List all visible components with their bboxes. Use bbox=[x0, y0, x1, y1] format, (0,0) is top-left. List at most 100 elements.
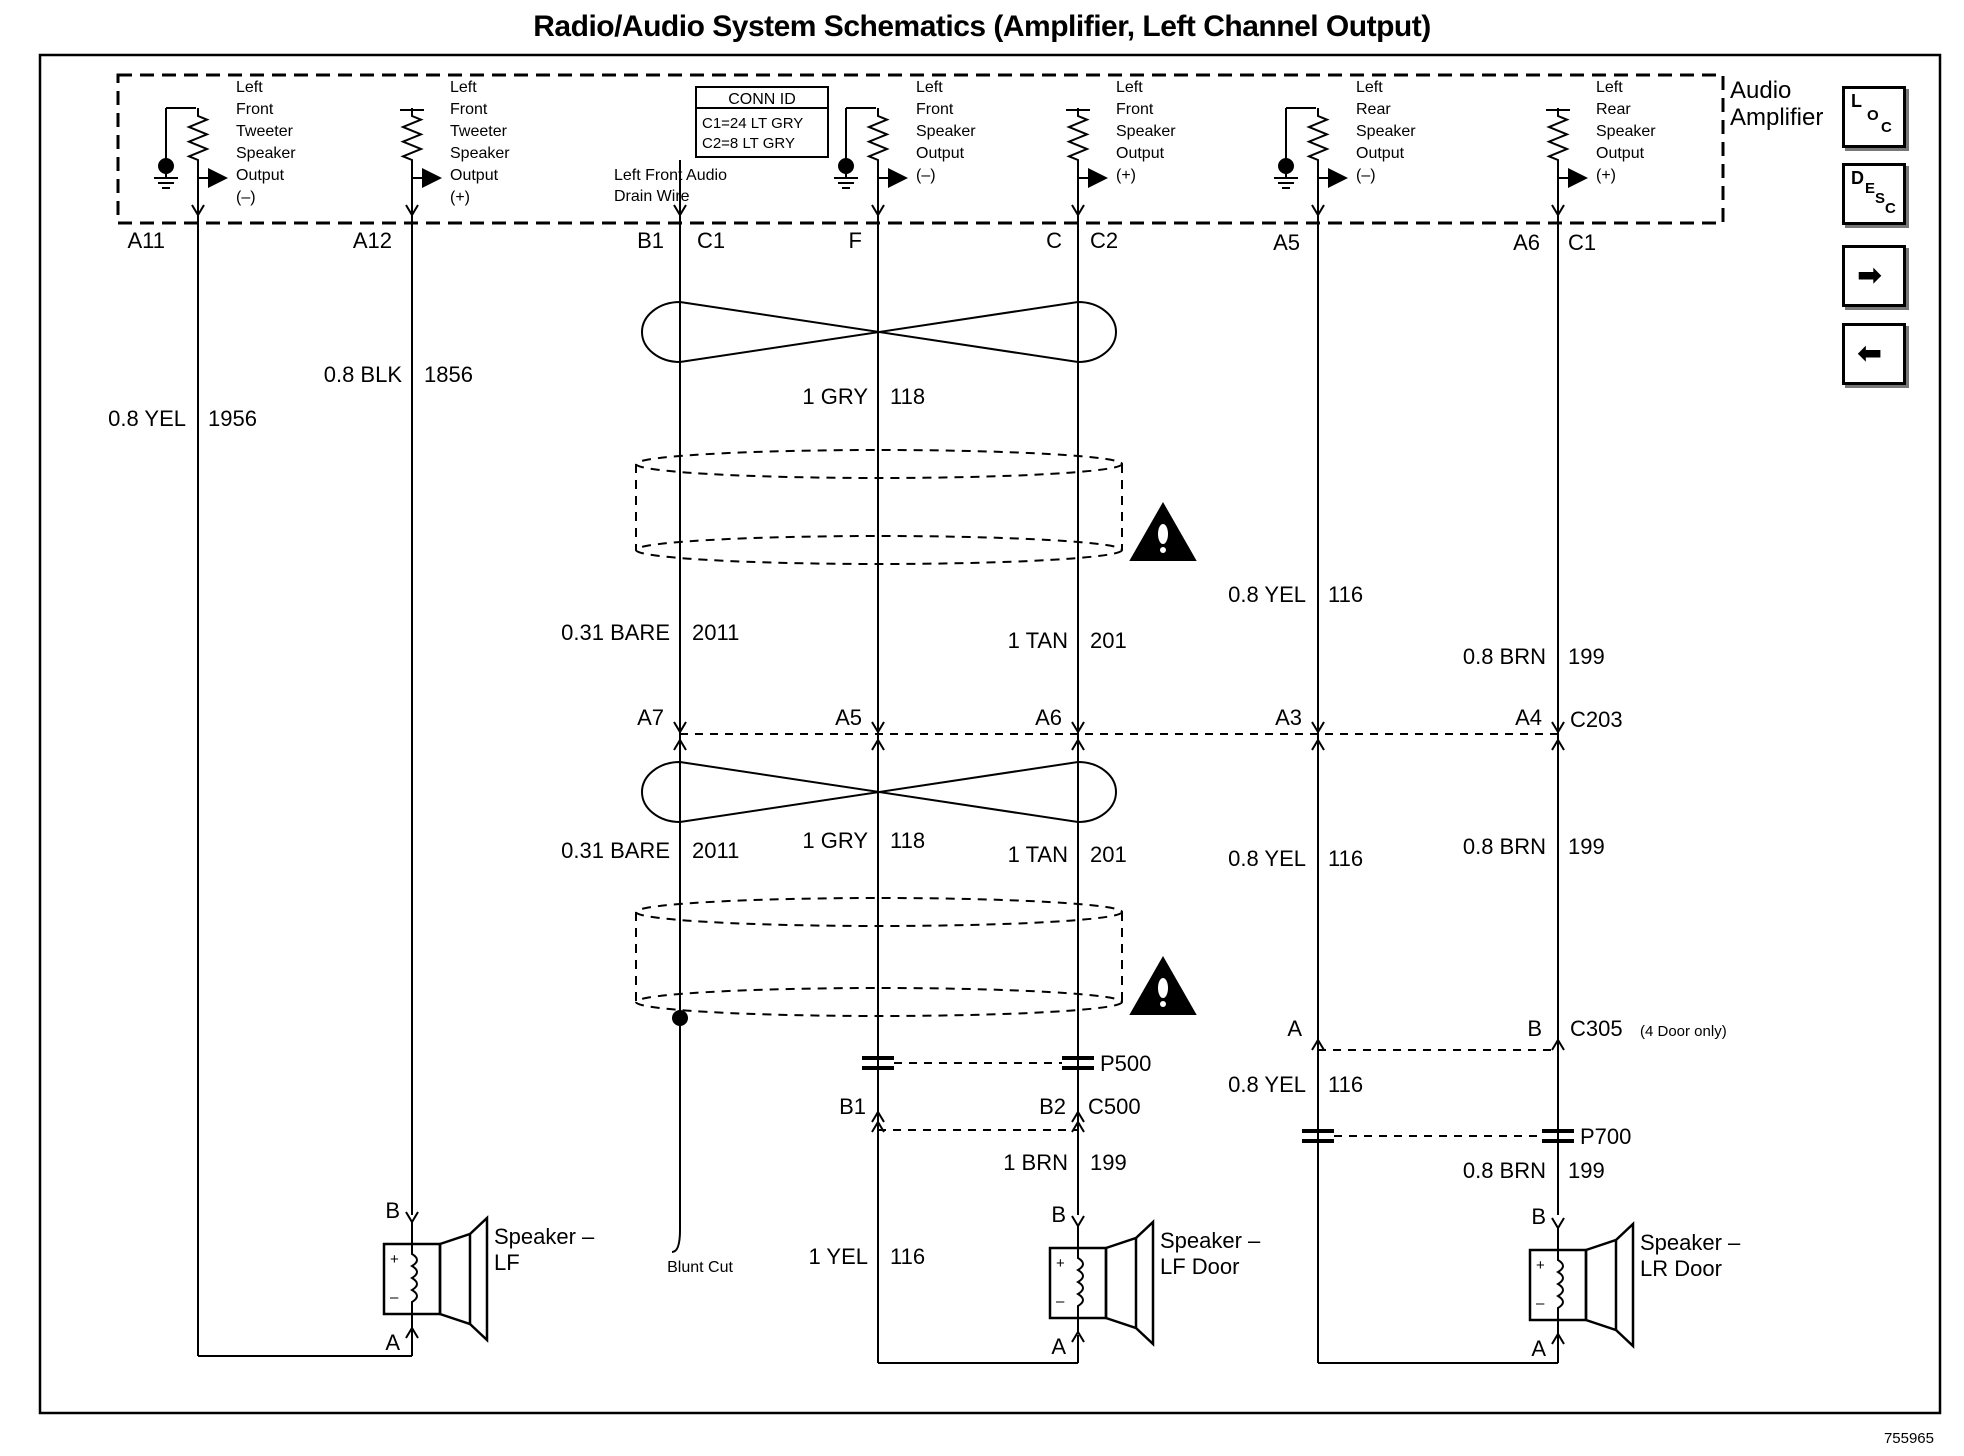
c203-arrow bbox=[1311, 721, 1325, 734]
figure-id: 755965 bbox=[1883, 1430, 1934, 1447]
speaker-lr-door-label: Speaker – bbox=[1640, 1230, 1741, 1255]
speaker-lf-door-cone-rim bbox=[1135, 1219, 1155, 1347]
wire-circuit-label: 199 bbox=[1568, 644, 1605, 669]
wire-color-label: 0.8 BLK bbox=[324, 362, 403, 387]
c305-pin-label: B bbox=[1527, 1016, 1542, 1041]
amp-output-label: Speaker bbox=[1116, 123, 1176, 140]
wire-circuit-label: 199 bbox=[1568, 834, 1605, 859]
blunt-cut-label: Blunt Cut bbox=[667, 1259, 733, 1276]
amp-output-label: Output bbox=[450, 167, 499, 184]
amp-output-label: Speaker bbox=[236, 145, 296, 162]
amp-output-label: Left bbox=[1356, 79, 1383, 96]
speaker-lf-door-coil bbox=[1076, 1226, 1084, 1332]
arrow-right-icon: ➡ bbox=[1857, 259, 1883, 292]
amp-output-label: Output bbox=[1116, 145, 1165, 162]
desc-icon-s: S bbox=[1875, 190, 1886, 207]
amp-output-label: (–) bbox=[916, 167, 936, 184]
caution-mark bbox=[1160, 547, 1166, 553]
c203-label: C203 bbox=[1570, 707, 1623, 732]
speaker-lr-door-coil bbox=[1556, 1228, 1564, 1334]
c305-note: (4 Door only) bbox=[1640, 1023, 1727, 1040]
diagram-frame bbox=[38, 53, 1942, 1415]
speaker-lr-door-pin-b: B bbox=[1531, 1204, 1546, 1229]
location-button[interactable]: L O C bbox=[1842, 86, 1906, 148]
resistor-symbol bbox=[1306, 108, 1330, 168]
amp-output-label: Front bbox=[450, 101, 488, 118]
caution-mark bbox=[1158, 524, 1168, 544]
wire-circuit-label: 116 bbox=[1328, 846, 1363, 871]
speaker-lf-cone-rim bbox=[469, 1215, 489, 1343]
amp-output-label: Speaker bbox=[450, 145, 510, 162]
amp-output-label: Tweeter bbox=[450, 123, 508, 140]
speaker-lr-door-label: LR Door bbox=[1640, 1256, 1722, 1281]
c305-label: C305 bbox=[1570, 1016, 1623, 1041]
pin-label: A11 bbox=[127, 228, 165, 253]
pin-label: C1 bbox=[1568, 230, 1596, 255]
component-label: Audio bbox=[1730, 77, 1791, 104]
next-page-button[interactable]: ➡ bbox=[1842, 245, 1906, 307]
amp-output-label: (+) bbox=[1596, 167, 1616, 184]
pin-label: C1 bbox=[697, 228, 725, 253]
speaker-terminal-arrow bbox=[1071, 1215, 1085, 1228]
wire-circuit-label: 1856 bbox=[424, 362, 473, 387]
speaker-lf-pin-b: B bbox=[385, 1198, 400, 1223]
wire-color-label: 1 GRY bbox=[802, 384, 868, 409]
desc-icon-e: E bbox=[1865, 180, 1876, 197]
speaker-lf-door-pin-a: A bbox=[1051, 1334, 1066, 1359]
wire-circuit-label: 116 bbox=[1328, 1072, 1363, 1097]
c203-arrow bbox=[1071, 721, 1085, 734]
desc-icon-c: C bbox=[1885, 200, 1896, 217]
amp-output-label: Rear bbox=[1596, 101, 1631, 118]
c305-arrow bbox=[1311, 1038, 1325, 1051]
c500-pin-label: B1 bbox=[839, 1094, 866, 1119]
caution-mark bbox=[1160, 1001, 1166, 1007]
pin-label: F bbox=[849, 228, 862, 253]
wire-color-label: 0.8 YEL bbox=[108, 406, 186, 431]
c203-arrow bbox=[1311, 738, 1325, 751]
c203-arrow bbox=[1071, 738, 1085, 751]
wire-circuit-label: 201 bbox=[1090, 628, 1127, 653]
amp-output-label: Rear bbox=[1356, 101, 1391, 118]
caution-mark bbox=[1158, 978, 1168, 998]
speaker-terminal-arrow bbox=[1551, 1217, 1565, 1230]
drain-label: Left Front Audio bbox=[614, 167, 727, 184]
conn-id-header: CONN ID bbox=[728, 91, 796, 108]
amp-output-label: Output bbox=[916, 145, 965, 162]
speaker-lf-door-plus: + bbox=[1056, 1255, 1065, 1272]
wire-color-label: 1 TAN bbox=[1008, 628, 1068, 653]
c203-arrow bbox=[871, 738, 885, 751]
wire-circuit-label: 2011 bbox=[692, 838, 739, 863]
wire-circuit-label: 118 bbox=[890, 828, 925, 853]
c305-arrow bbox=[1551, 1038, 1565, 1051]
wire-color-label: 1 YEL bbox=[808, 1244, 868, 1269]
amp-output-label: Output bbox=[1596, 145, 1645, 162]
conn-id-box bbox=[695, 86, 829, 158]
c305-pin-label: A bbox=[1287, 1016, 1302, 1041]
wire-color-label: 0.8 YEL bbox=[1228, 846, 1306, 871]
blunt-cut-hook bbox=[671, 1229, 681, 1253]
resistor-symbol bbox=[866, 108, 890, 168]
c203-pin-label: A3 bbox=[1275, 705, 1302, 730]
speaker-lf-door-pin-b: B bbox=[1051, 1202, 1066, 1227]
description-button[interactable]: D E S C bbox=[1842, 163, 1906, 225]
c203-arrow bbox=[1551, 738, 1565, 751]
speaker-lf-cone bbox=[438, 1232, 472, 1326]
c500-arrow bbox=[1071, 1120, 1085, 1133]
wire-circuit-label: 118 bbox=[890, 384, 925, 409]
amp-output-label: Output bbox=[1356, 145, 1405, 162]
previous-page-button[interactable]: ⬅ bbox=[1842, 323, 1906, 385]
amp-output-label: Left bbox=[1596, 79, 1623, 96]
speaker-lr-door-plus: + bbox=[1536, 1257, 1545, 1274]
resistor-symbol bbox=[1546, 108, 1570, 168]
shield-lower bbox=[635, 987, 1123, 1017]
speaker-lf-door-cone bbox=[1104, 1236, 1138, 1330]
loc-icon-c: C bbox=[1881, 119, 1892, 136]
p700-label: P700 bbox=[1580, 1124, 1631, 1149]
speaker-lf-label: Speaker – bbox=[494, 1224, 595, 1249]
c203-arrow bbox=[871, 721, 885, 734]
wire-color-label: 0.31 BARE bbox=[561, 620, 670, 645]
wire-circuit-label: 199 bbox=[1090, 1150, 1127, 1175]
pin-label: A6 bbox=[1513, 230, 1540, 255]
resistor-symbol bbox=[400, 108, 424, 168]
wire-circuit-label: 199 bbox=[1568, 1158, 1605, 1183]
